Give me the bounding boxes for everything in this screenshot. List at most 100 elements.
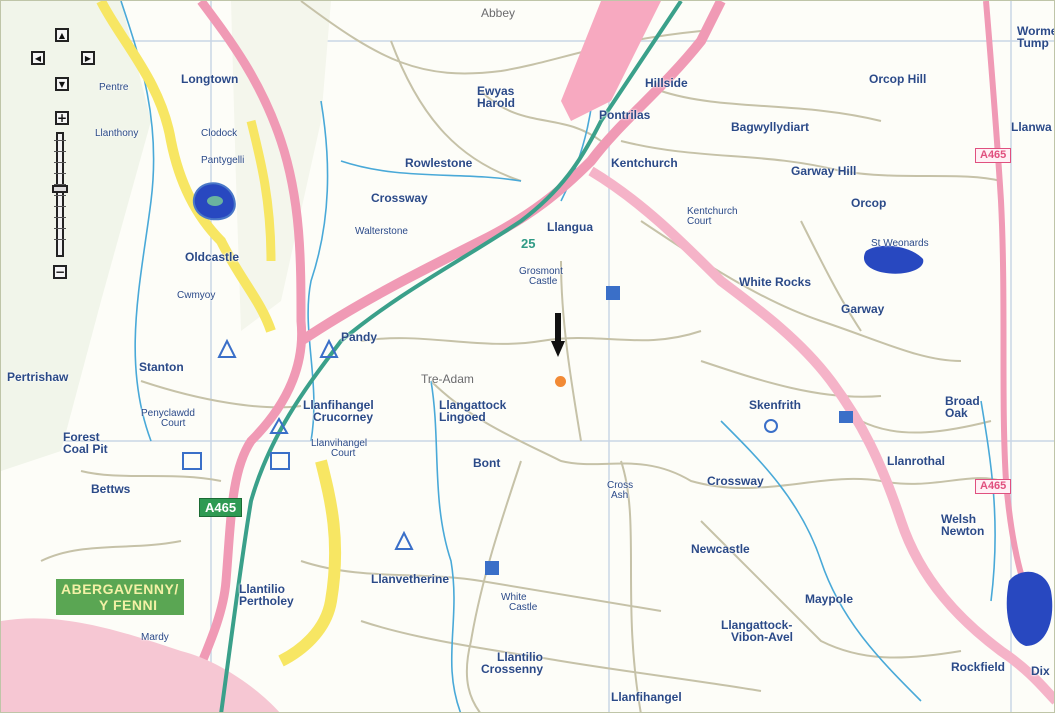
place-kentchurch: Kentchurch xyxy=(611,156,678,170)
place-penyclawdd-court-line-1: Penyclawdd xyxy=(141,408,195,419)
place-broad-oak-line-2: Oak xyxy=(945,406,968,420)
town-label-abergavenny: ABERGAVENNY/ Y FENNI xyxy=(56,579,184,616)
place-st-weonards: St Weonards xyxy=(871,238,929,249)
down-arrow-icon xyxy=(551,313,565,357)
town-label-line-1: ABERGAVENNY/ xyxy=(61,581,179,597)
place-llanwarne: Llanwa xyxy=(1011,120,1052,134)
place-clodock: Clodock xyxy=(201,128,238,139)
place-skenfrith: Skenfrith xyxy=(749,398,802,412)
place-llangattock-lingoed: Llangattock Lingoed xyxy=(439,399,506,423)
place-pontrilas: Pontrilas xyxy=(599,108,651,122)
place-wormelow-tump: Wormelow Tump xyxy=(1017,24,1054,49)
road-sign-a465-west: A465 xyxy=(199,498,243,517)
place-broad-oak-line-1: Broad xyxy=(945,394,980,408)
zoom-in-button[interactable]: + xyxy=(55,111,69,125)
place-forest-coal-pit-line-1: Forest xyxy=(63,430,100,444)
place-penyclawdd-court: Penyclawdd Court xyxy=(141,409,195,429)
rivers xyxy=(120,1,996,712)
place-grosmont-line-1: Grosmont xyxy=(519,266,563,277)
pan-up-button[interactable]: ▲ xyxy=(55,28,69,42)
triangle-right-icon: ▶ xyxy=(84,53,92,63)
zoom-tick xyxy=(54,217,66,218)
zoom-tick xyxy=(54,151,66,152)
lake-east xyxy=(1006,571,1053,646)
road-sign-a465-east-lower: A465 xyxy=(975,479,1012,494)
urban-area-abergavenny xyxy=(1,618,280,712)
b-road-longtown xyxy=(96,1,276,333)
place-white-castle-line-2: Castle xyxy=(509,602,538,613)
place-ewyas-harold-line-2: Harold xyxy=(477,96,516,110)
place-stanton: Stanton xyxy=(139,360,184,374)
place-llanvetherine: Llanvetherine xyxy=(371,572,450,586)
place-forest-coal-pit-line-2: Coal Pit xyxy=(63,442,108,456)
place-kentchurch-court-line-1: Kentchurch xyxy=(687,206,738,217)
place-grosmont: Grosmont Castle xyxy=(519,267,563,287)
place-garway: Garway xyxy=(841,302,885,316)
railway-line xyxy=(219,1,683,712)
zoom-tick xyxy=(54,228,66,229)
place-cross-ash-line-2: Ash xyxy=(611,490,629,501)
zoom-out-button[interactable]: − xyxy=(53,265,67,279)
place-orcop: Orcop xyxy=(851,196,887,210)
place-llanfihangel-crucorney: Llanfihangel Crucorney xyxy=(303,399,374,423)
place-longtown: Longtown xyxy=(181,72,239,86)
place-cross-ash-line-1: Cross xyxy=(607,480,634,491)
place-llangattock-lingoed-line-1: Llangattock xyxy=(439,398,507,412)
castle-icons xyxy=(485,286,853,575)
place-kentchurch-court: Kentchurch Court xyxy=(687,207,738,227)
place-pandy: Pandy xyxy=(341,330,378,344)
place-grosmont-line-2: Castle xyxy=(529,276,558,287)
place-mardy: Mardy xyxy=(141,632,169,643)
town-label-line-2: Y FENNI xyxy=(99,597,158,614)
zoom-tick xyxy=(54,206,66,207)
place-pentre: Pentre xyxy=(99,82,129,93)
place-rockfield: Rockfield xyxy=(951,660,1006,674)
a-road-river-corridor xyxy=(588,166,1054,705)
place-llantilio-pertholey: Llantilio Pertholey xyxy=(239,583,294,607)
lake-island xyxy=(207,196,223,206)
pan-left-button[interactable]: ◀ xyxy=(31,51,45,65)
pan-down-button[interactable]: ▼ xyxy=(55,77,69,91)
place-white-rocks: White Rocks xyxy=(739,275,812,289)
place-bont: Bont xyxy=(473,456,501,470)
zoom-tick xyxy=(54,140,66,141)
place-llanthony: Llanthony xyxy=(95,128,139,139)
place-ewyas-harold: Ewyas Harold xyxy=(477,85,515,109)
place-white-castle-line-1: White xyxy=(501,592,527,603)
place-garway-hill: Garway Hill xyxy=(791,164,857,178)
road-sign-a465-east-upper: A465 xyxy=(975,148,1012,163)
a-road-west xyxy=(176,1,307,712)
minus-icon: − xyxy=(54,265,66,279)
place-pantygelli: Pantygelli xyxy=(201,155,245,166)
place-ewyas-harold-line-1: Ewyas xyxy=(477,84,515,98)
pan-right-button[interactable]: ▶ xyxy=(81,51,95,65)
plus-icon: + xyxy=(56,111,68,125)
place-hillside: Hillside xyxy=(645,76,688,90)
place-pertrishaw: Pertrishaw xyxy=(7,370,69,384)
location-marker-dot[interactable] xyxy=(555,376,566,387)
place-llanvihangel-court-line-2: Court xyxy=(331,448,356,459)
zoom-tick xyxy=(54,162,66,163)
place-rowlestone: Rowlestone xyxy=(405,156,473,170)
place-welsh-newton-line-1: Welsh xyxy=(941,512,977,526)
place-llangattock-vibon-avel: Llangattock- Vibon-Avel xyxy=(721,619,793,643)
zoom-slider-thumb[interactable] xyxy=(52,185,68,193)
place-llangattock-lingoed-line-2: Lingoed xyxy=(439,410,486,424)
place-oldcastle: Oldcastle xyxy=(185,250,240,264)
place-broad-oak: Broad Oak xyxy=(945,395,980,419)
place-cwmyoy: Cwmyoy xyxy=(177,290,216,301)
zoom-tick xyxy=(54,173,66,174)
place-cross-ash: Cross Ash xyxy=(607,481,633,501)
place-llangua: Llangua xyxy=(547,220,594,234)
place-crossway-south: Crossway xyxy=(707,474,764,488)
place-llanfihangel-bottom: Llanfihangel xyxy=(611,690,682,704)
place-wormelow-tump-line-1: Wormelow xyxy=(1017,24,1054,38)
place-llantilio-crossenny-line-1: Llantilio xyxy=(497,650,543,664)
zoom-tick xyxy=(54,184,66,185)
place-treadam: Tre-Adam xyxy=(421,372,474,386)
place-llangattock-vibon-avel-line-2: Vibon-Avel xyxy=(731,630,794,644)
zoom-slider-track[interactable] xyxy=(52,132,68,257)
